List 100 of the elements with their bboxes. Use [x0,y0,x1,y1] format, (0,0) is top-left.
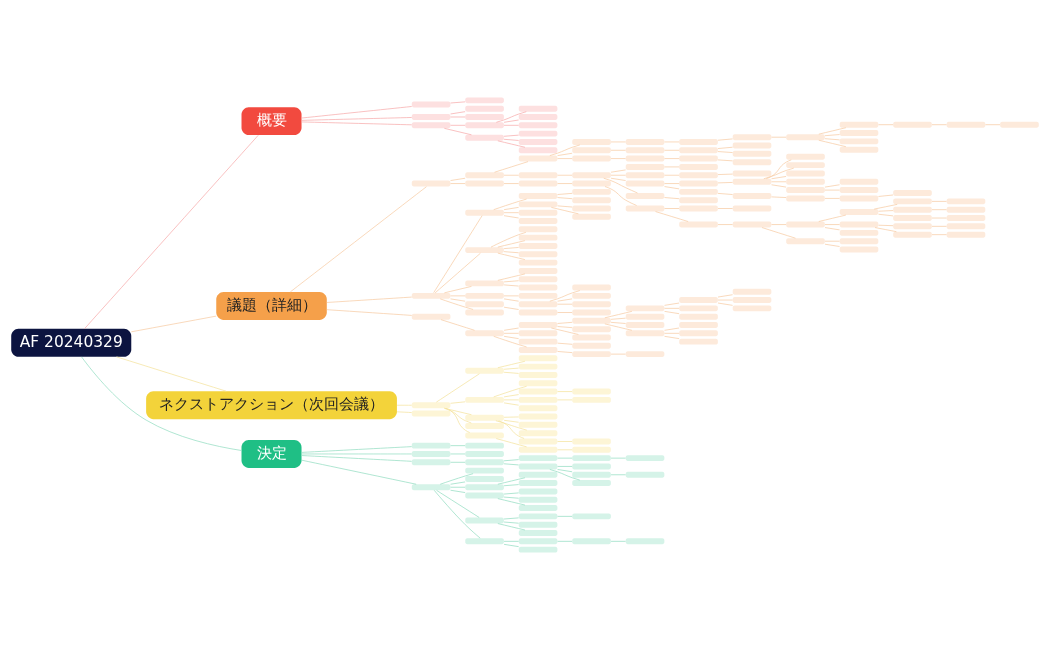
node-box [518,155,558,162]
node-box [732,170,772,177]
node-box [572,284,611,291]
node-box [946,198,986,205]
connector [503,399,519,401]
node-box [732,305,772,312]
node-box [839,187,879,194]
connector [130,315,217,333]
node-box [465,414,504,421]
connector [557,158,573,159]
connector [439,298,474,310]
node-box [518,292,558,299]
connector [557,399,573,401]
connector [557,174,573,176]
node-box [572,292,611,299]
connector [503,134,519,137]
node-box [625,538,665,545]
connector [503,124,519,126]
node-box [572,538,611,545]
node-box [572,463,611,470]
node-box [893,231,932,238]
node-box [786,162,825,169]
node-box: 議題（詳細） [216,292,327,320]
connector [664,327,680,331]
connector [503,543,519,547]
connector [557,391,573,392]
connector [503,138,519,141]
connector [503,402,519,406]
connector [557,322,573,324]
node-box [946,223,986,230]
connector [490,231,527,248]
node-box [518,413,558,420]
node-box [465,209,504,216]
connector [436,489,480,518]
node-box [679,188,718,195]
connector [610,353,626,355]
connector [824,189,840,191]
node-box [572,396,611,403]
node-box [411,442,451,449]
connector [824,227,840,231]
connector [824,240,840,242]
connector [503,183,519,184]
node-box [572,471,611,478]
connector [664,208,680,209]
connector [878,210,894,212]
connector [503,207,519,211]
node-box [572,139,611,145]
node-box [518,496,558,503]
node-box [411,114,451,120]
connector [985,124,1001,126]
node-box [839,121,879,128]
connector [717,182,733,184]
node-box [839,209,879,216]
node-box [465,134,504,141]
node-box [518,243,558,249]
node-box [465,396,504,403]
connector [557,469,573,473]
connector [664,166,680,168]
connector [497,360,526,369]
connector [557,441,573,442]
connector [717,151,733,153]
node-box [518,226,558,233]
connector [497,477,526,485]
connector [301,459,417,485]
node-box [572,197,611,204]
node-box [786,187,825,194]
node-box [679,147,718,154]
node-box: 決定 [241,440,302,468]
connector [771,224,787,225]
connector [557,197,573,200]
connector [664,302,680,306]
connector [450,183,466,184]
connector [931,217,947,219]
node-box [839,138,879,145]
connector [610,169,626,173]
node-box [518,521,558,528]
node-box [572,180,611,187]
connector [931,201,947,202]
connector [503,327,519,331]
connector [503,280,519,283]
node-box [625,322,665,328]
node-box [679,297,718,303]
connector [503,295,519,297]
node-box: 概要 [241,107,302,136]
node-box [465,367,504,374]
connector [604,323,633,331]
connector [610,177,626,181]
connector [450,298,466,302]
connector [603,177,638,194]
node-box [518,139,558,145]
connector [664,335,680,339]
connector [771,176,787,180]
node-box [572,172,611,179]
connector [497,523,526,531]
connector [664,183,680,184]
connector [664,311,680,315]
connector [301,117,413,121]
connector [717,224,733,225]
node-box [411,101,451,108]
node-box [732,134,772,141]
